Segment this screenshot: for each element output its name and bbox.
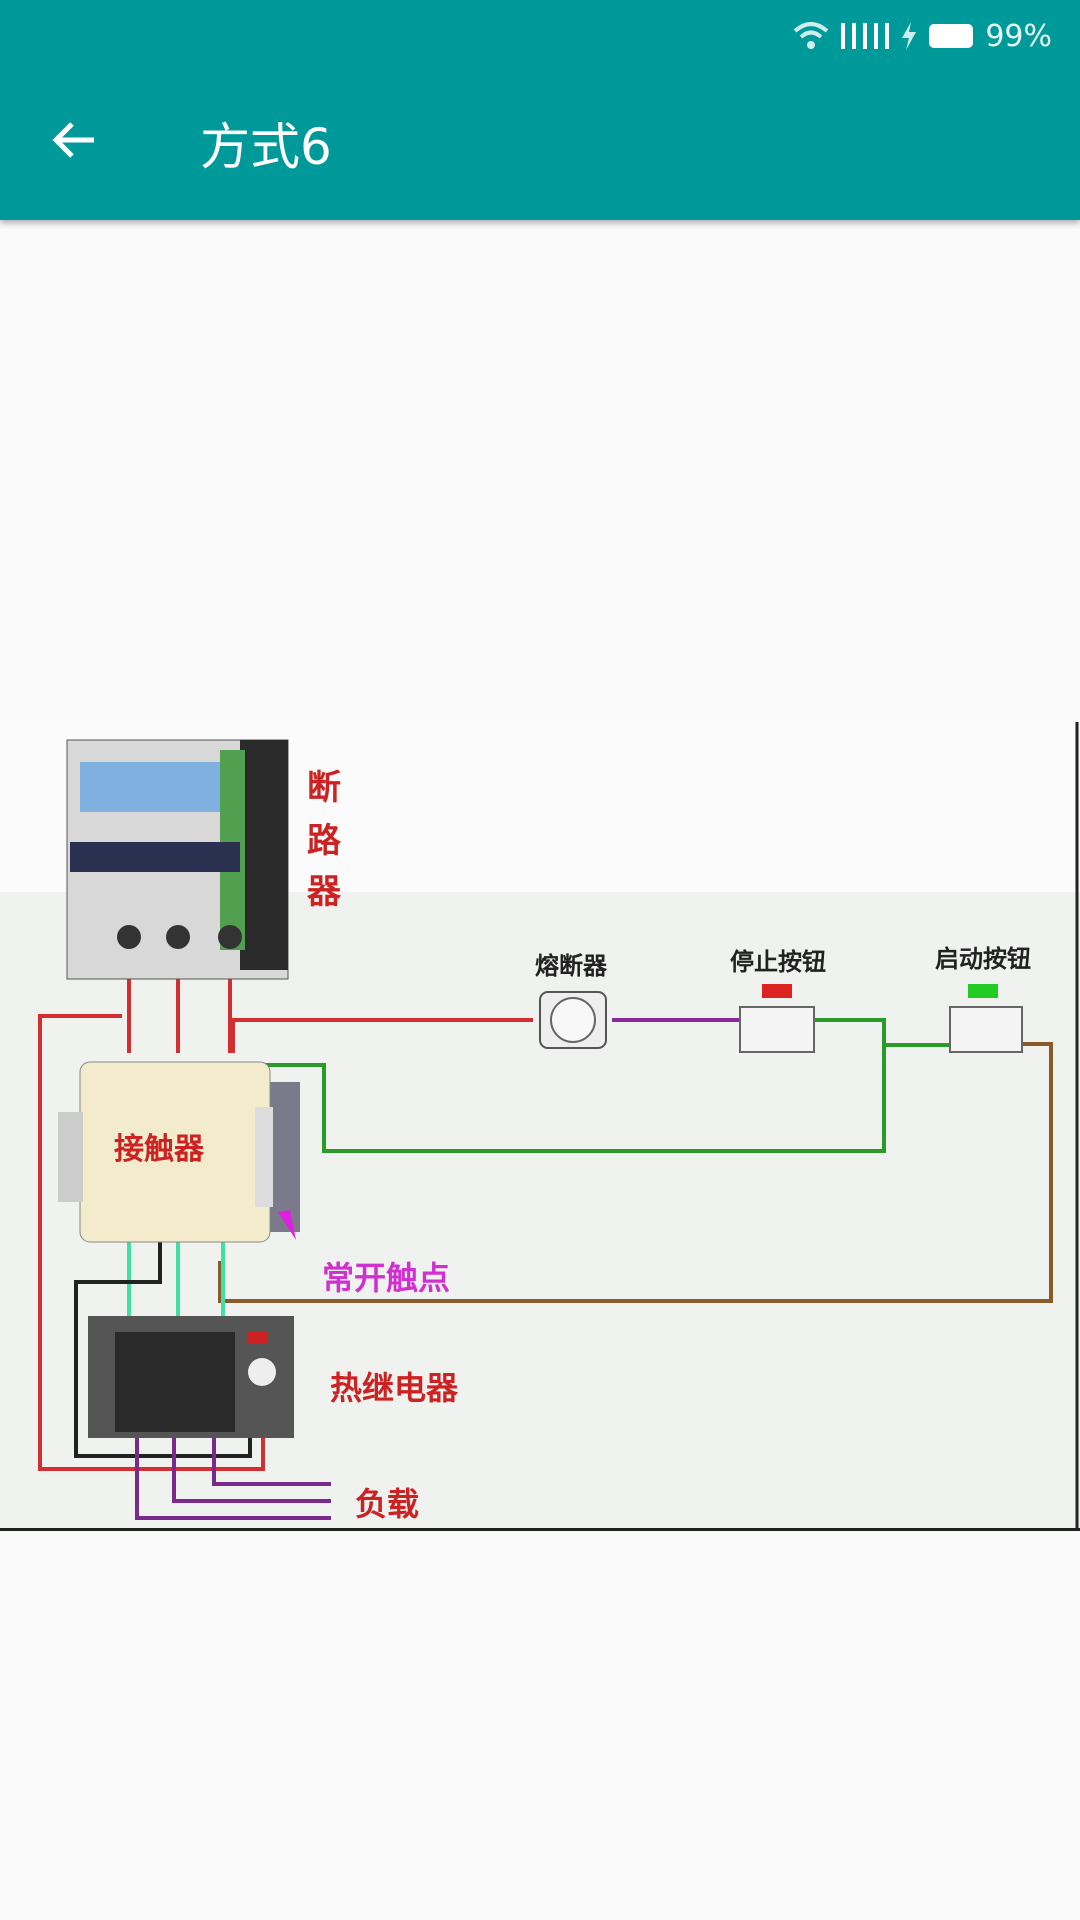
fuse <box>539 991 607 1049</box>
load-label: 负载 <box>355 1485 419 1523</box>
stop-button <box>739 984 815 1053</box>
signal-icon <box>841 23 890 49</box>
thermal-relay <box>88 1316 294 1438</box>
battery-percent: 99% <box>985 18 1052 54</box>
arrow-left-icon <box>52 122 94 158</box>
fuse-label: 熔断器 <box>535 952 608 980</box>
breaker-label: 断 <box>307 768 341 808</box>
breaker-label: 路 <box>307 821 342 861</box>
breaker-label: 器 <box>307 872 342 912</box>
page-title: 方式6 <box>200 118 332 176</box>
stop-button-label: 停止按钮 <box>730 948 826 976</box>
battery-icon <box>929 24 974 48</box>
thermal-relay-label: 热继电器 <box>330 1369 459 1407</box>
back-button[interactable] <box>46 112 102 168</box>
wifi-icon <box>793 22 829 49</box>
circuit-breaker <box>66 739 289 980</box>
start-button <box>949 984 1023 1053</box>
no-contact-label: 常开触点 <box>322 1259 450 1297</box>
contactor-label: 接触器 <box>114 1132 205 1167</box>
contactor <box>58 1061 300 1243</box>
app-bar: 99% 方式6 <box>0 0 1080 220</box>
wiring-diagram-image: 断 路 器 接触器 熔断器 停止按钮 启动按钮 常开触点 <box>0 722 1080 1531</box>
status-bar: 99% <box>793 14 1052 58</box>
start-button-label: 启动按钮 <box>935 945 1031 973</box>
charging-icon <box>902 22 917 50</box>
